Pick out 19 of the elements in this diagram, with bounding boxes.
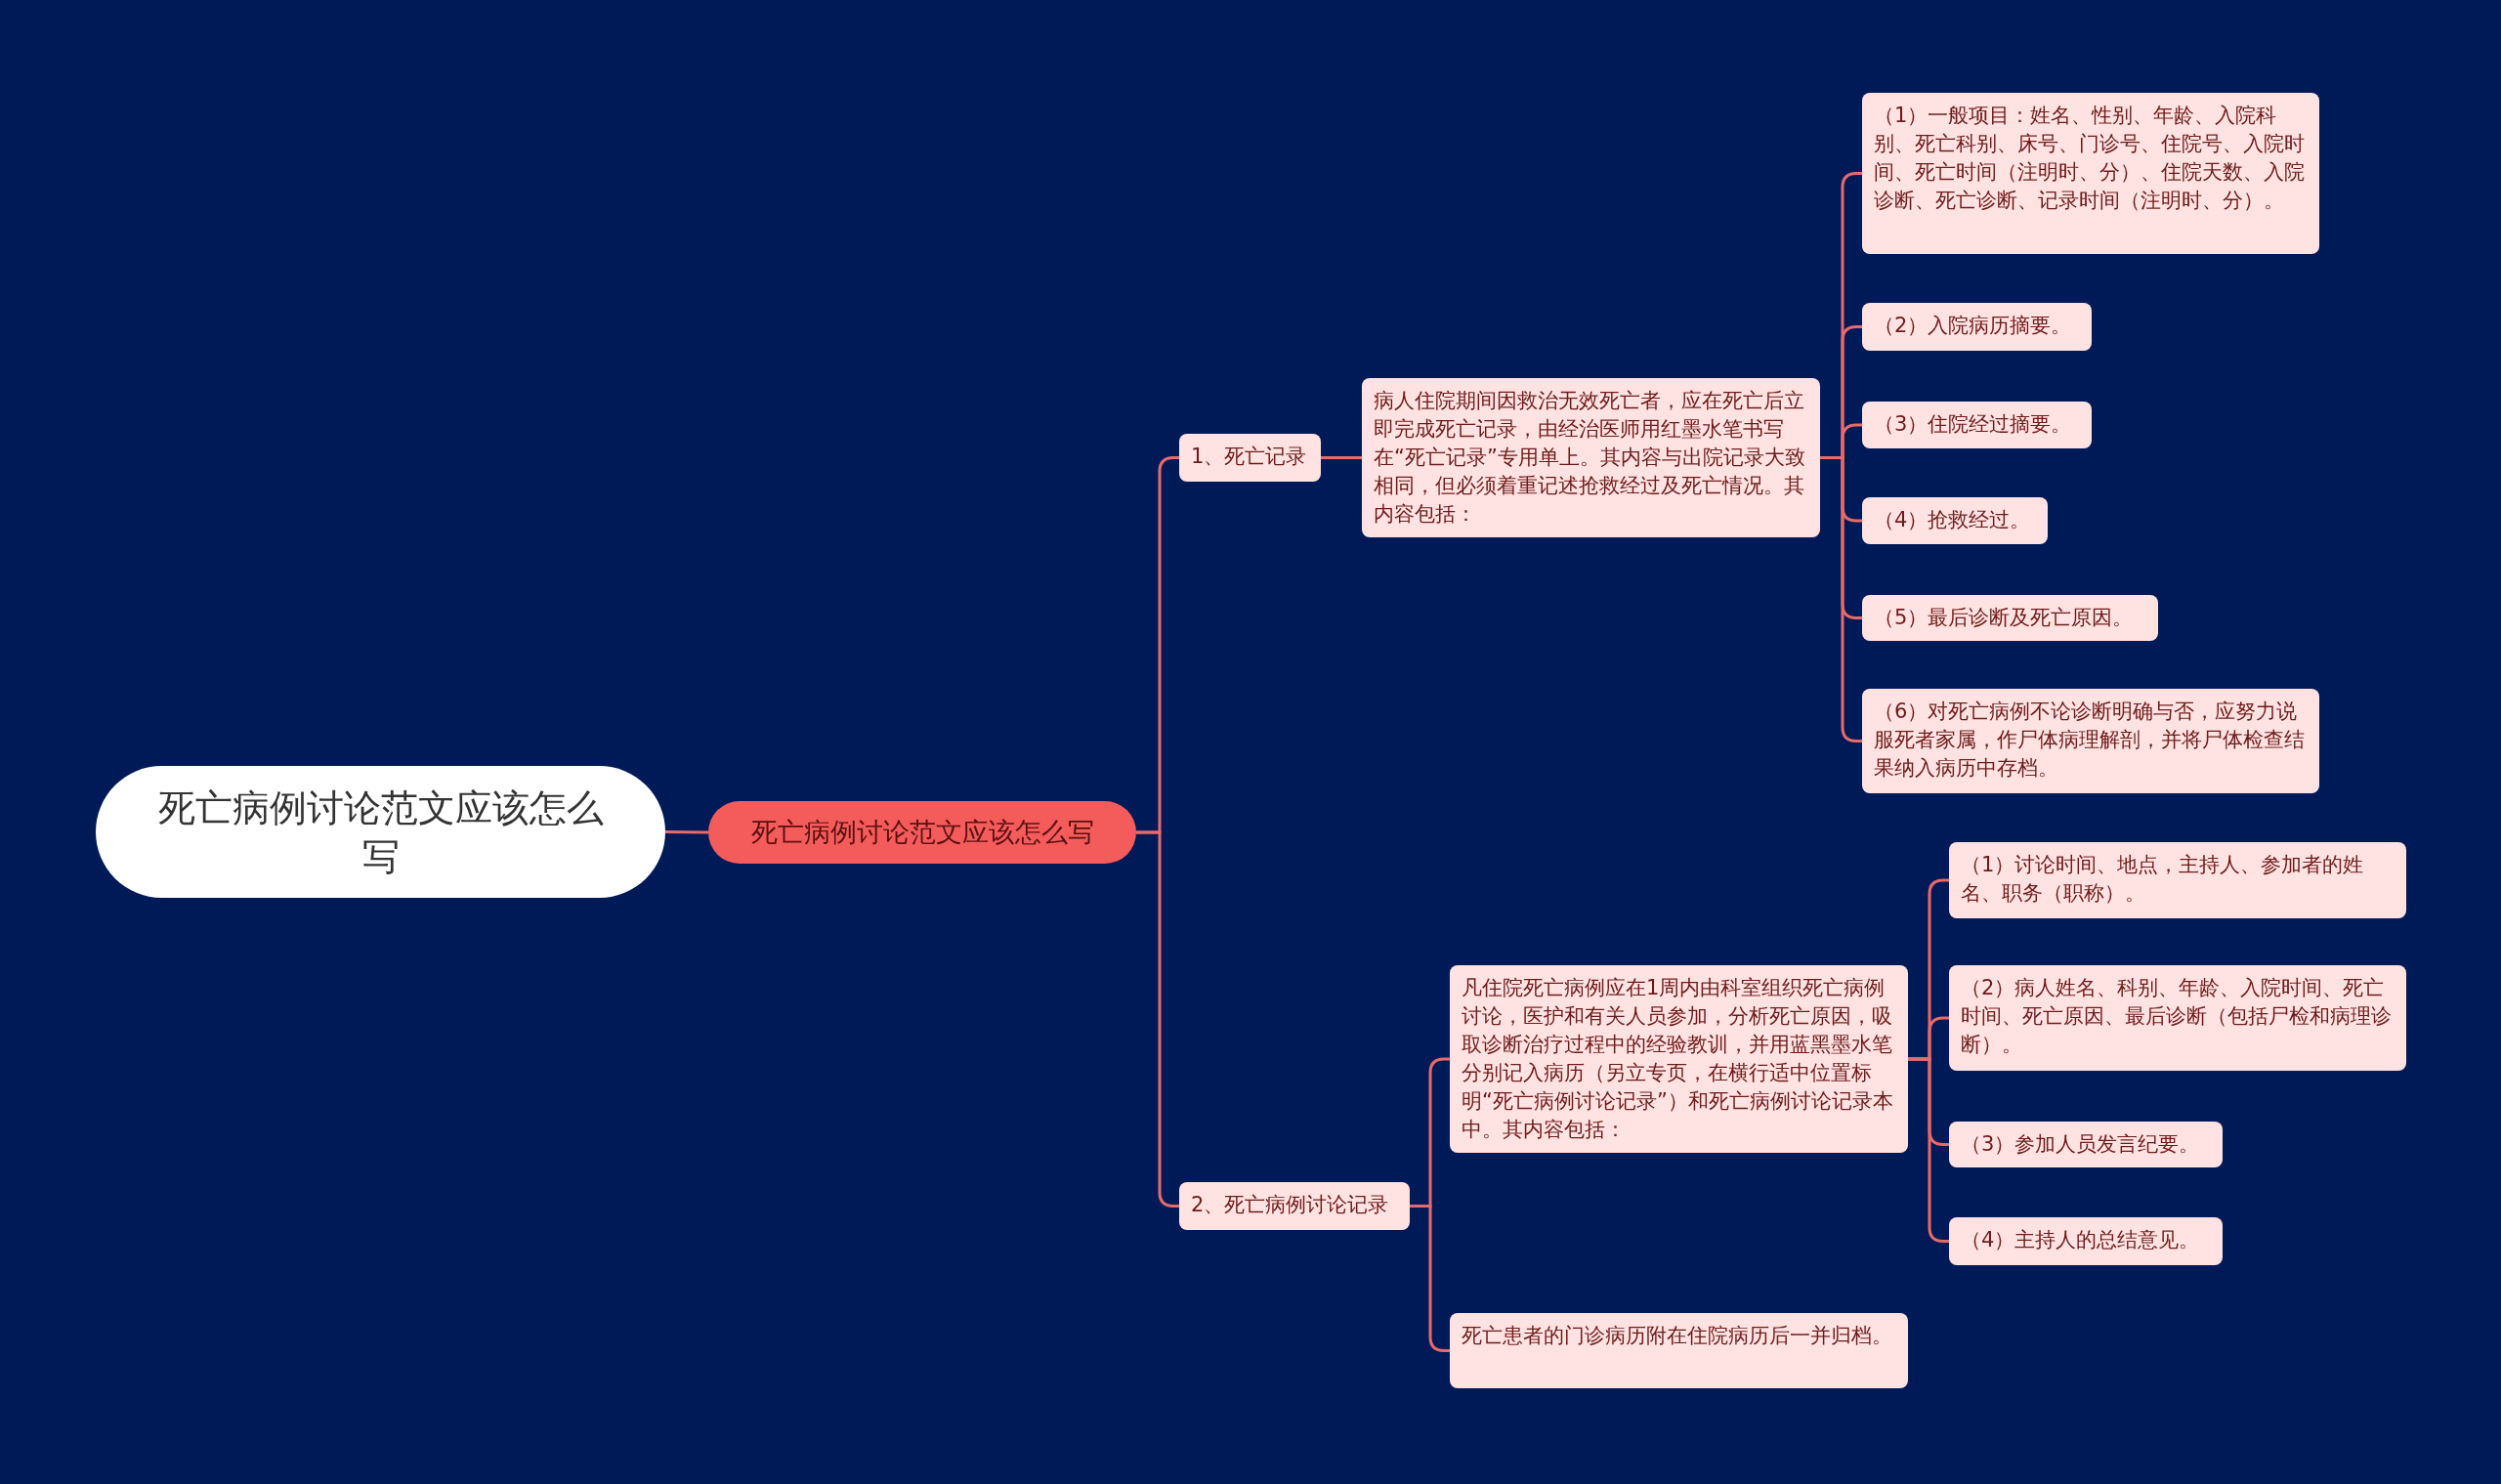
topic-box: （3）参加人员发言纪要。 <box>1949 1122 2223 1167</box>
connector-line <box>1321 456 1362 459</box>
topic-box: （2）病人姓名、科别、年龄、入院时间、死亡时间、死亡原因、最后诊断（包括尸检和病理诊断）。 <box>1949 965 2406 1071</box>
topic-box: （1）一般项目：姓名、性别、年龄、入院科别、死亡科别、床号、门诊号、住院号、入院时间、死亡时间（注明时、分）、住院天数、入院诊断、死亡诊断、记录时间（注明时、分）。 <box>1862 93 2319 254</box>
topic-box: 2、死亡病例讨论记录 <box>1179 1182 1410 1230</box>
connector-line <box>665 830 708 834</box>
topic-box: （2）入院病历摘要。 <box>1862 303 2092 351</box>
topic-box: （4）抢救经过。 <box>1862 497 2048 544</box>
main-topic: 死亡病例讨论范文应该怎么写 <box>708 801 1136 864</box>
topic-box: （1）讨论时间、地点，主持人、参加者的姓名、职务（职称）。 <box>1949 842 2406 918</box>
topic-box: 1、死亡记录 <box>1179 434 1321 482</box>
topic-box: 死亡患者的门诊病历附在住院病历后一并归档。 <box>1450 1313 1908 1388</box>
topic-box: 凡住院死亡病例应在1周内由科室组织死亡病例讨论，医护和有关人员参加，分析死亡原因，吸取诊断治疗过程中的经验教训，并用蓝黑墨水笔分别记入病历（另立专页，在横行适中位置标明“死亡病例讨论记录”）和死亡病例讨论记录本中。其内容包括： <box>1450 965 1908 1153</box>
topic-box: 病人住院期间因救治无效死亡者，应在死亡后立即完成死亡记录，由经治医师用红墨水笔书写在“死亡记录”专用单上。其内容与出院记录大致相同，但必须着重记述抢救经过及死亡情况。其内容包括： <box>1362 378 1820 537</box>
topic-box: （5）最后诊断及死亡原因。 <box>1862 595 2158 641</box>
topic-box: （3）住院经过摘要。 <box>1862 402 2092 448</box>
topic-box: （4）主持人的总结意见。 <box>1949 1217 2223 1265</box>
root-topic: 死亡病例讨论范文应该怎么写 <box>96 766 665 898</box>
topic-box: （6）对死亡病例不论诊断明确与否，应努力说服死者家属，作尸体病理解剖，并将尸体检查结果纳入病历中存档。 <box>1862 689 2319 793</box>
